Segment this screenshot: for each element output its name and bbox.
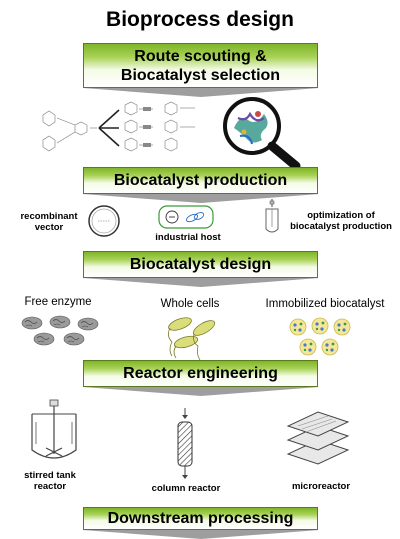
magnifier-icon xyxy=(223,97,301,171)
whole-cells-label: Whole cells xyxy=(160,298,220,310)
stage-reactor-engineering: Reactor engineering xyxy=(82,360,319,396)
stage-arrow-tip xyxy=(82,88,319,97)
microreactor-label: microreactor xyxy=(291,481,351,492)
stage-downstream-processing-label: Downstream processing xyxy=(83,507,318,530)
stage-arrow-tip xyxy=(82,530,319,539)
industrial-host-label: industrial host xyxy=(155,232,221,243)
stage-arrow-tip xyxy=(82,387,319,396)
industrial-host-cell-icon xyxy=(158,205,214,229)
microreactor-icon xyxy=(286,411,350,465)
stage-route-scouting-line1: Route scouting & xyxy=(134,47,267,65)
stage-downstream-processing: Downstream processing xyxy=(82,507,319,539)
stage-biocatalyst-production: Biocatalyst production xyxy=(82,167,319,203)
stage-biocatalyst-production-label: Biocatalyst production xyxy=(83,167,318,194)
stage-biocatalyst-design: Biocatalyst design xyxy=(82,251,319,287)
column-reactor-label: column reactor xyxy=(151,483,221,494)
immobilized-biocatalyst-label: Immobilized biocatalyst xyxy=(265,298,385,310)
column-reactor-icon xyxy=(177,408,193,479)
free-enzyme-image xyxy=(21,315,99,346)
bioreactor-flask-icon xyxy=(265,199,279,233)
stage-arrow-tip xyxy=(82,278,319,287)
stirred-tank-label: stirred tank reactor xyxy=(24,470,76,492)
whole-cells-image xyxy=(168,317,216,361)
immobilized-beads-image xyxy=(289,317,351,356)
stage-reactor-engineering-label: Reactor engineering xyxy=(83,360,318,387)
diagram-title: Bioprocess design xyxy=(106,8,294,31)
plasmid-icon xyxy=(88,205,120,237)
free-enzyme-label: Free enzyme xyxy=(24,296,92,308)
stage-route-scouting: Route scouting & Biocatalyst selection xyxy=(82,43,319,97)
optimization-label: optimization of biocatalyst production xyxy=(290,210,392,232)
recombinant-vector-label: recombinant vector xyxy=(20,211,78,233)
stage-arrow-tip xyxy=(82,194,319,203)
stage-biocatalyst-design-label: Biocatalyst design xyxy=(83,251,318,278)
stage-route-scouting-line2: Biocatalyst selection xyxy=(120,66,281,84)
reaction-scheme-image xyxy=(42,101,195,152)
stirred-tank-reactor-icon xyxy=(31,399,77,459)
